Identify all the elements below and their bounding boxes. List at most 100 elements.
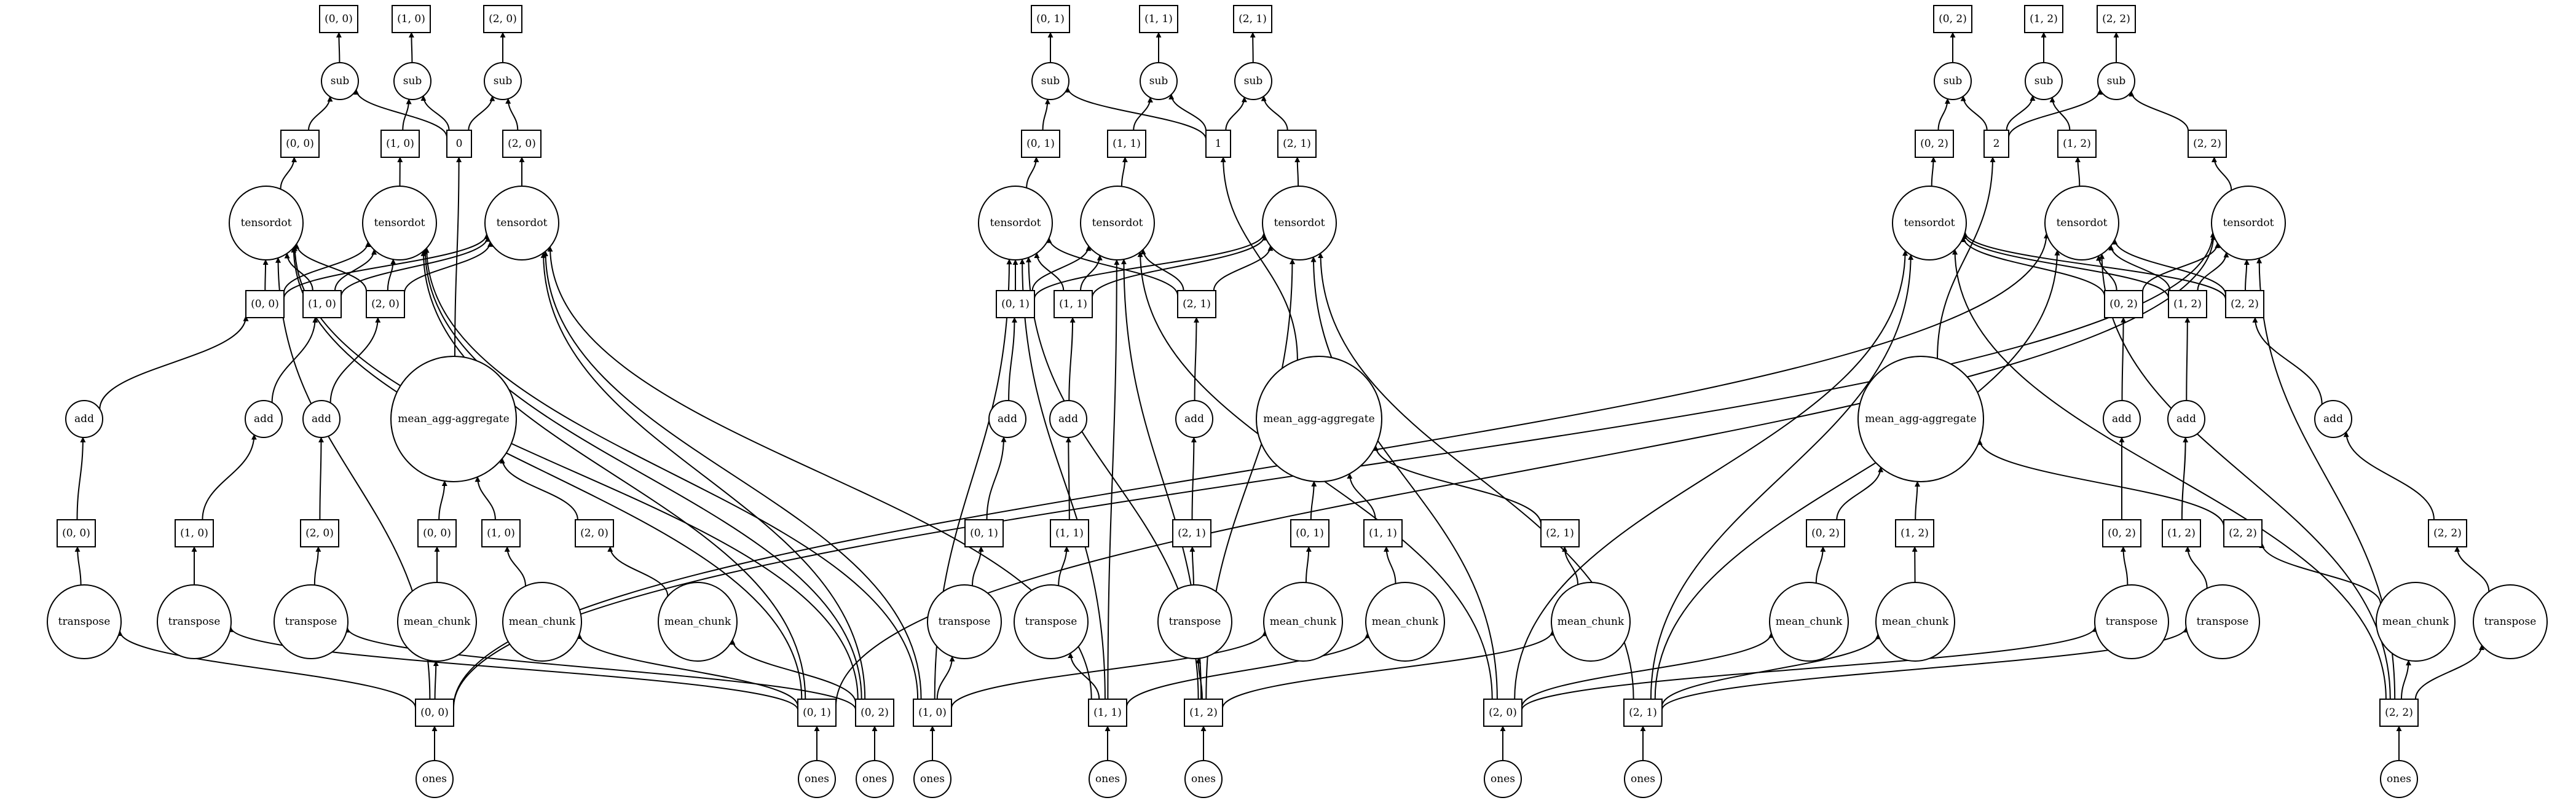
edge-add_01-to-tensordot_11 <box>1031 245 1092 291</box>
edge-tr_01-to-addop_01 <box>986 436 1007 520</box>
edge-x_01-to-tensordot_22 <box>835 234 2216 707</box>
edge-path <box>1031 245 1092 291</box>
edge-path <box>318 437 324 520</box>
edge-path <box>1042 98 1050 131</box>
node-label: add <box>2176 413 2196 425</box>
operation-circle <box>47 584 122 659</box>
operation-circle <box>502 582 582 662</box>
node-mc-10: (1, 0) <box>481 519 521 547</box>
node-x-00: (0, 0) <box>415 699 454 727</box>
node-label: tensordot <box>1274 217 1325 229</box>
node-label: (1, 0) <box>487 527 515 539</box>
operation-circle <box>1256 356 1382 482</box>
node-label: (0, 1) <box>1026 138 1055 150</box>
node-label: (2, 1) <box>1183 298 1211 310</box>
node-label: (0, 0) <box>423 527 451 539</box>
operation-circle <box>362 186 437 260</box>
operation-circle <box>2094 584 2169 659</box>
data-box <box>57 519 96 547</box>
node-out-11: (1, 1) <box>1139 5 1178 33</box>
edge-path <box>475 476 496 520</box>
edge-path <box>1815 546 1826 584</box>
edge-tensordot_22-to-td_22 <box>2211 157 2232 190</box>
edge-add_10-to-tensordot_10 <box>334 249 377 291</box>
edge-x_00-to-trop_00 <box>117 630 416 708</box>
operation-circle <box>1049 400 1087 438</box>
node-label: (1, 0) <box>180 527 208 539</box>
operation-circle <box>321 62 359 100</box>
data-box <box>392 5 431 33</box>
data-box <box>1088 699 1127 727</box>
node-mc-21: (2, 1) <box>1540 519 1580 547</box>
edge-path <box>972 546 984 586</box>
node-label: 1 <box>1215 138 1222 150</box>
operation-circle <box>393 62 431 100</box>
node-mc-01: (0, 1) <box>1290 519 1329 547</box>
node-label: tensordot <box>2223 217 2274 229</box>
edge-path <box>1026 157 1039 188</box>
edge-mcop_20-to-mc_20 <box>607 546 669 597</box>
node-label: sub <box>2107 75 2126 87</box>
edge-path <box>334 249 377 291</box>
edge-path <box>504 546 526 587</box>
edge-add_22-to-tensordot_12 <box>2112 238 2226 295</box>
node-td-21: (2, 1) <box>1277 130 1317 158</box>
node-sub-00: sub <box>321 62 359 100</box>
node-label: (2, 1) <box>1629 707 1657 719</box>
node-trop-21: transpose <box>1157 584 1232 659</box>
edge-agg_2-to-sub_22 <box>2008 89 2103 138</box>
node-ones-10: ones <box>913 760 951 798</box>
data-box <box>2225 290 2264 318</box>
edge-add_12-to-tensordot_22 <box>2197 252 2229 291</box>
node-label: ones <box>422 773 447 785</box>
node-tr-02: (0, 2) <box>2102 519 2141 547</box>
edge-addop_10-to-add_10 <box>271 317 318 403</box>
data-box <box>1031 5 1070 33</box>
node-ones-20: ones <box>1484 760 1522 798</box>
edge-tr_12-to-addop_12 <box>2181 437 2189 520</box>
edge-trop_01-to-tr_01 <box>972 546 984 586</box>
data-box <box>280 130 320 158</box>
edge-mag_2-to-agg_2 <box>1937 157 1996 359</box>
node-mc-20: (2, 0) <box>575 519 614 547</box>
node-label: (1, 2) <box>2173 298 2202 310</box>
edge-path <box>2121 317 2127 401</box>
edge-x_11-to-mcop_11 <box>1126 632 1371 707</box>
node-mcop-22: mean_chunk <box>2376 582 2456 662</box>
edge-path <box>1189 546 1195 586</box>
edge-mc_10-to-mag_0 <box>475 476 496 520</box>
data-box <box>1933 5 1972 33</box>
data-box <box>417 519 457 547</box>
operation-circle <box>1234 62 1272 100</box>
node-tr-12: (1, 2) <box>2162 519 2201 547</box>
edge-add_20-to-tensordot_20 <box>404 241 493 293</box>
node-add-22: (2, 2) <box>2225 290 2264 318</box>
operation-circle <box>1184 760 1223 798</box>
node-label: add <box>2323 413 2343 425</box>
edge-path <box>1514 250 1908 700</box>
edge-path <box>1034 232 1267 299</box>
node-label: mean_chunk <box>1558 616 1625 628</box>
edge-add_21-to-tensordot_21 <box>1213 245 1274 291</box>
node-label: (2, 0) <box>371 298 400 310</box>
edge-path <box>341 236 490 297</box>
edge-path <box>420 95 450 131</box>
node-label: (2, 0) <box>489 13 517 25</box>
edge-path <box>202 434 257 520</box>
edge-agg_1-to-sub_01 <box>1065 87 1207 139</box>
node-label: (2, 2) <box>2102 13 2130 25</box>
data-box <box>2104 290 2143 318</box>
edge-path <box>1310 480 1317 520</box>
edge-add_11-to-tensordot_11 <box>1080 254 1103 291</box>
node-addop-22: add <box>2314 400 2352 438</box>
edge-path <box>329 317 381 403</box>
edge-x_02-to-tensordot_10 <box>422 249 862 700</box>
edge-mcop_02-to-mc_02 <box>1815 546 1826 584</box>
node-label: (0, 2) <box>1811 527 1840 539</box>
data-box <box>2102 519 2141 547</box>
operation-circle <box>2103 400 2141 438</box>
node-ones-11: ones <box>1089 760 1127 798</box>
node-agg-2: 2 <box>1983 130 2009 158</box>
node-td-11: (1, 1) <box>1107 130 1146 158</box>
